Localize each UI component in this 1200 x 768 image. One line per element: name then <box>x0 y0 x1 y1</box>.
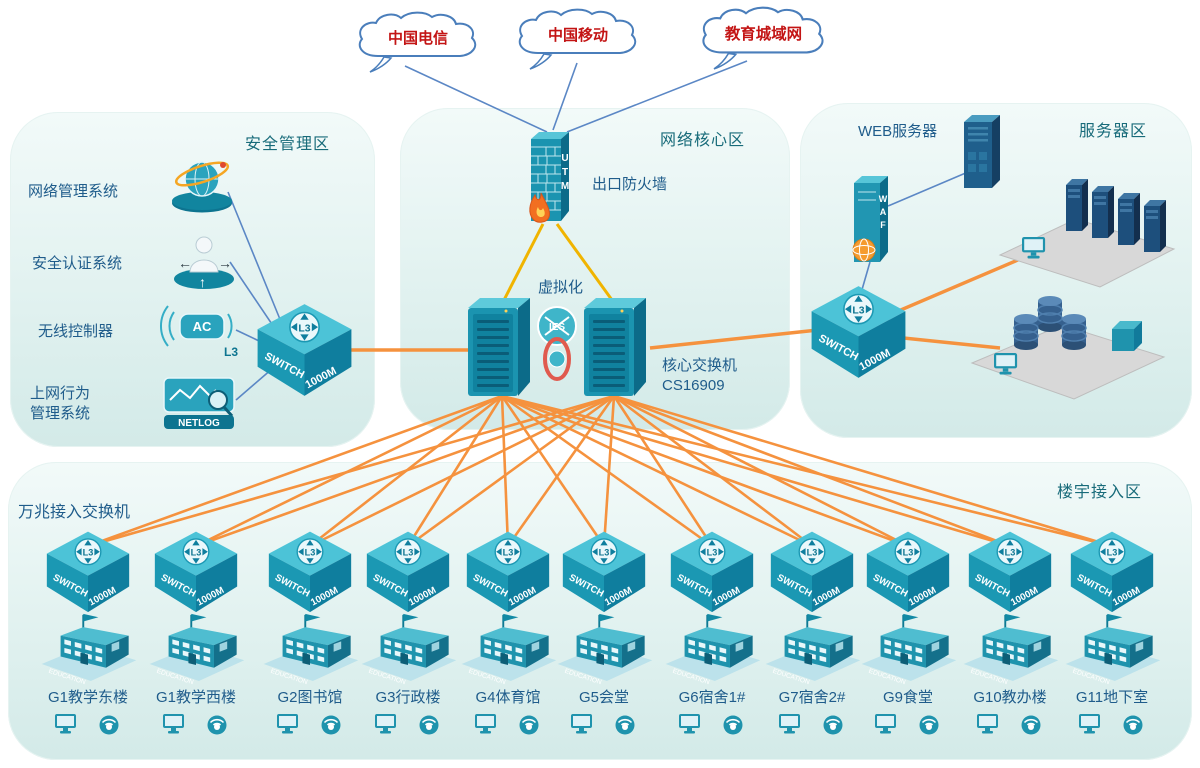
cloud-edu-man: 教育城域网 <box>686 5 841 71</box>
server-zone: 服务器区 <box>800 103 1192 438</box>
cloud-label: 中国电信 <box>388 29 448 47</box>
server-zone-title: 服务器区 <box>1078 123 1147 140</box>
cloud-china-mobile: 中国移动 <box>508 7 648 71</box>
security-zone: 安全管理区 <box>10 112 375 447</box>
core-zone-title: 网络核心区 <box>659 132 745 149</box>
cloud-label: 教育城域网 <box>725 24 802 43</box>
cloud-label: 中国移动 <box>548 26 608 44</box>
access-zone-title: 楼宇接入区 <box>1056 484 1142 501</box>
cloud-china-telecom: 中国电信 <box>348 10 488 74</box>
core-zone: 网络核心区 <box>400 108 790 430</box>
security-zone-title: 安全管理区 <box>244 136 330 153</box>
access-zone: 楼宇接入区 <box>8 462 1192 760</box>
